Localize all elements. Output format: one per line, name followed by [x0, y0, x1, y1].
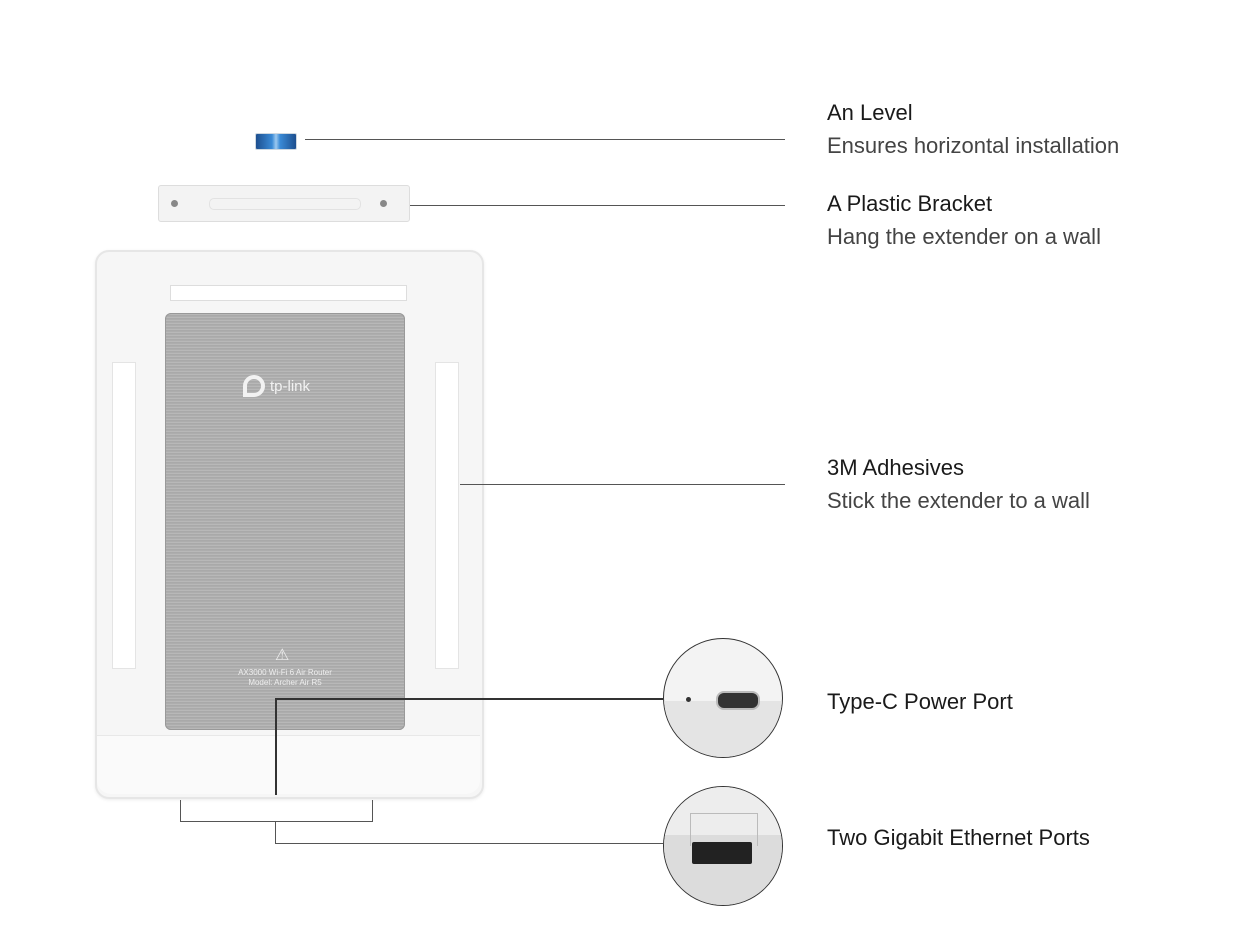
ports-bracket: [180, 800, 373, 822]
device-label: AX3000 Wi-Fi 6 Air Router Model: Archer …: [165, 668, 405, 688]
led-dot-icon: [686, 697, 691, 702]
spirit-level: [255, 133, 297, 150]
type-c-port-closeup: [663, 638, 783, 758]
leader-ethernet-h: [275, 843, 663, 844]
adhesive-strip-right: [435, 362, 459, 669]
bracket-slot: [170, 285, 407, 301]
tp-link-logo: tp-link: [243, 375, 311, 398]
callout-title-level: An Level: [827, 100, 913, 125]
ethernet-port-icon: [692, 842, 752, 864]
callout-title-ethernet: Two Gigabit Ethernet Ports: [827, 825, 1090, 850]
usb-c-port-icon: [716, 691, 760, 710]
callout-title-adhesives: 3M Adhesives: [827, 455, 964, 480]
logo-mark-icon: [243, 375, 265, 398]
leader-adhesives: [460, 484, 785, 485]
callout-sub-adhesives: Stick the extender to a wall: [827, 488, 1090, 513]
label-line-1: AX3000 Wi-Fi 6 Air Router: [238, 668, 332, 677]
leader-power-h: [275, 698, 663, 700]
callout-title-power: Type-C Power Port: [827, 689, 1013, 714]
leader-ethernet-v: [275, 821, 276, 844]
plastic-bracket: [158, 185, 410, 222]
callout-sub-bracket: Hang the extender on a wall: [827, 224, 1101, 249]
brand-logo-text: tp-link: [270, 378, 311, 395]
leader-power-v: [275, 698, 277, 795]
label-line-2: Model: Archer Air R5: [248, 678, 322, 687]
leader-level: [305, 139, 785, 140]
adhesive-strip-left: [112, 362, 136, 669]
warning-icon: ⚠: [275, 647, 290, 664]
device-bottom-edge: [97, 735, 480, 794]
leader-bracket: [410, 205, 785, 206]
callout-sub-level: Ensures horizontal installation: [827, 133, 1120, 158]
fabric-panel: tp-link ⚠ AX3000 Wi-Fi 6 Air Router Mode…: [165, 313, 405, 730]
ethernet-port-closeup: [663, 786, 783, 906]
callout-title-bracket: A Plastic Bracket: [827, 191, 993, 216]
